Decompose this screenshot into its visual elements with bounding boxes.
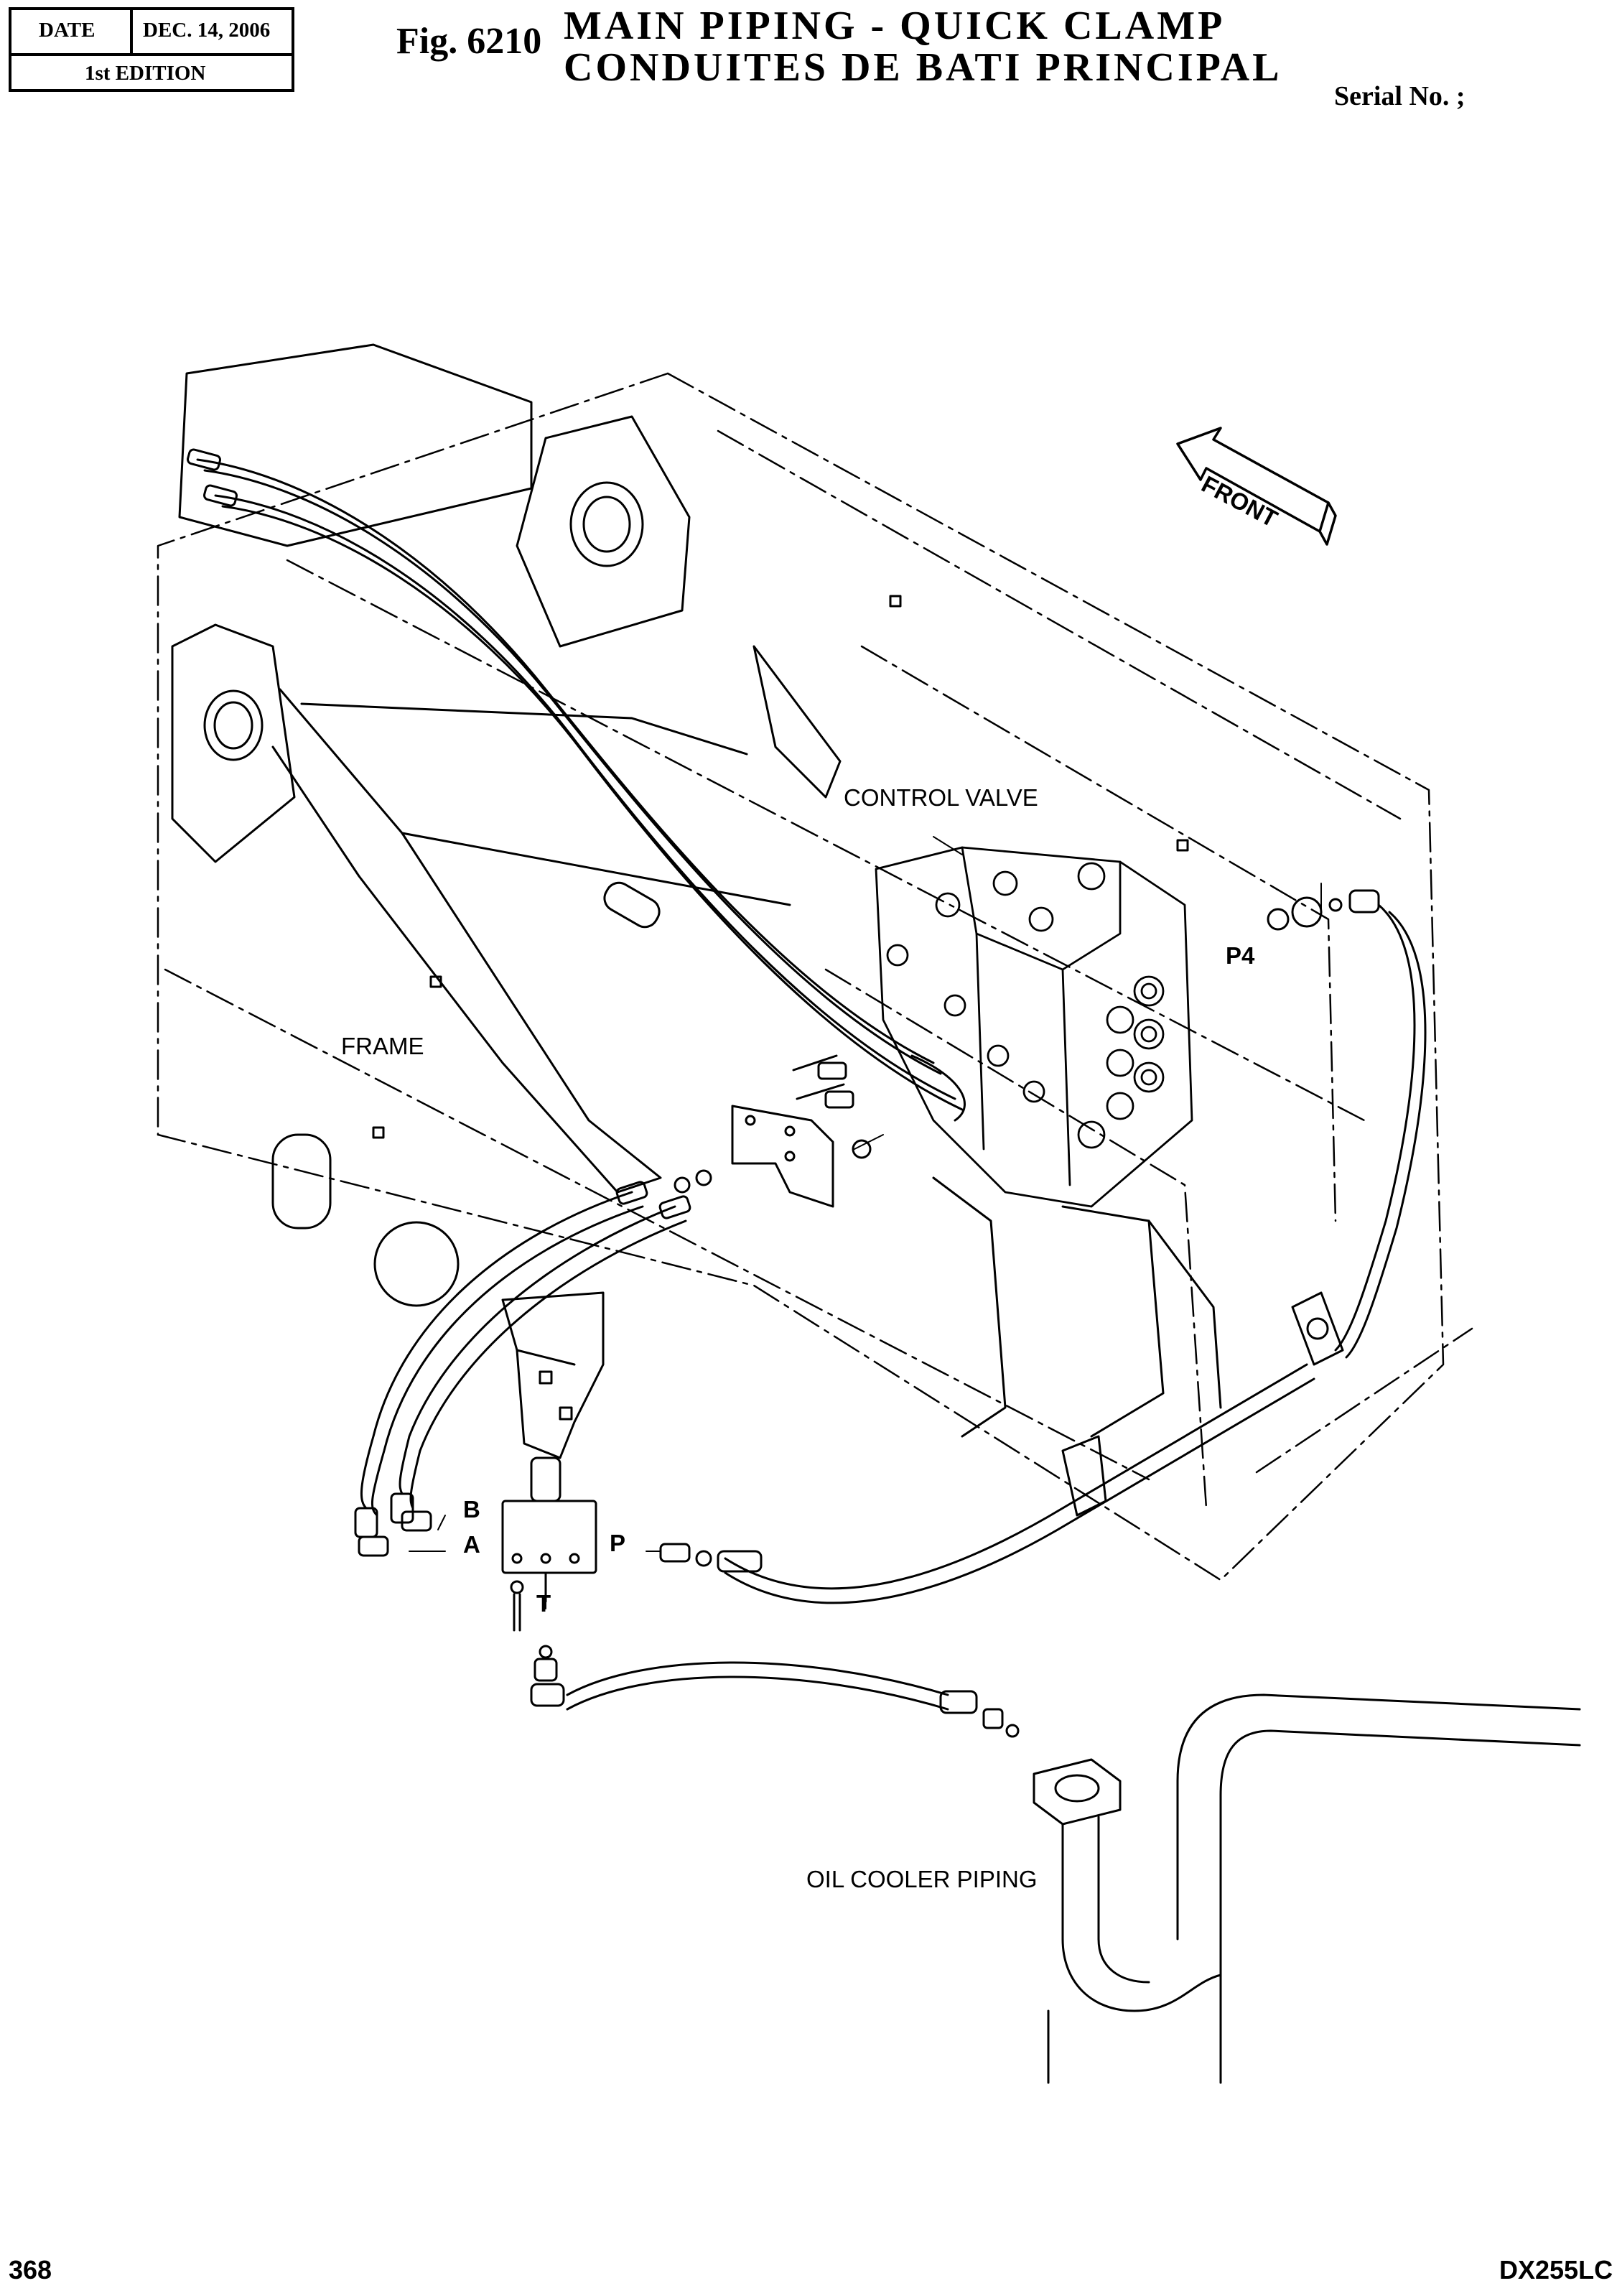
fittings-ab — [354, 1492, 432, 1557]
edition-label: 1st EDITION — [85, 62, 206, 85]
hoses-to-qc-valve — [360, 1054, 966, 1517]
frame-label: FRAME — [341, 1033, 424, 1059]
control-valve-label: CONTROL VALVE — [844, 784, 1038, 811]
serial-number: Serial No. ; — [1334, 81, 1465, 111]
title-french: CONDUITES DE BATI PRINCIPAL — [564, 45, 1282, 90]
hoses-boom — [187, 448, 964, 1111]
date-box: DATE DEC. 14, 2006 1st EDITION — [9, 7, 294, 92]
port-t-label: T — [536, 1590, 551, 1617]
port-p4-label: P4 — [1226, 942, 1255, 969]
hose-p-port — [659, 1291, 1344, 1604]
page-number: 368 — [9, 2255, 52, 2285]
title-english: MAIN PIPING - QUICK CLAMP — [564, 4, 1226, 48]
figure-number: Fig. 6210 — [396, 21, 542, 62]
hose-tank-return — [510, 1580, 1020, 1738]
valve-ports — [886, 862, 1165, 1149]
bracket — [731, 1054, 872, 1208]
control-valve — [875, 846, 1193, 1208]
hose-p4 — [1267, 889, 1427, 1359]
qc-mount-plate — [501, 1291, 605, 1459]
oil-cooler-piping — [1033, 1693, 1581, 2084]
front-arrow — [1176, 427, 1337, 546]
port-a-label: A — [463, 1531, 480, 1558]
valve-pedestal — [932, 1176, 1222, 1438]
leader-lines — [409, 836, 1322, 1609]
frame-outline — [157, 372, 1473, 1581]
port-p-label: P — [610, 1530, 626, 1556]
oil-cooler-piping-label: OIL COOLER PIPING — [806, 1866, 1038, 1892]
port-b-label: B — [463, 1496, 480, 1523]
model-number: DX255LC — [1499, 2255, 1613, 2285]
date-value: DEC. 14, 2006 — [143, 19, 271, 42]
date-label: DATE — [39, 19, 95, 42]
qc-valve-body — [501, 1456, 597, 1603]
frame-structure — [171, 343, 1189, 1307]
